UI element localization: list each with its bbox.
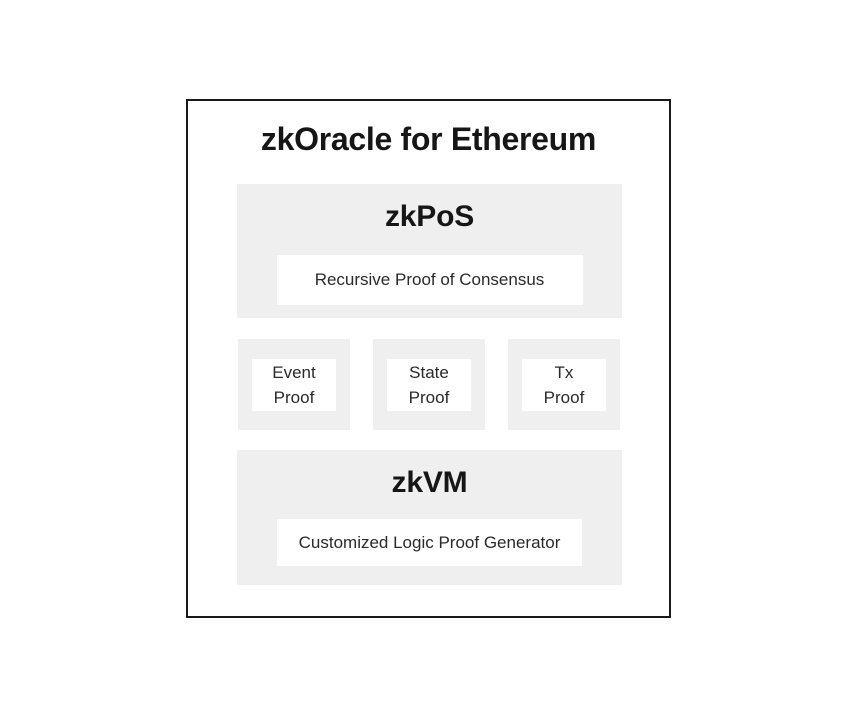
tx-proof-panel: Tx Proof	[508, 339, 620, 430]
zkpos-heading: zkPoS	[384, 200, 475, 233]
state-proof-card: State Proof	[387, 358, 471, 411]
zkvm-card: Customized Logic Proof Generator	[277, 519, 582, 566]
tx-proof-line1: Tx	[554, 362, 574, 382]
tx-proof-line2: Proof	[543, 387, 585, 407]
state-proof-line2: Proof	[408, 387, 450, 407]
zkvm-heading: zkVM	[391, 466, 468, 499]
tx-proof-card: Tx Proof	[522, 358, 606, 411]
diagram-frame: zkOracle for Ethereum zkPoS Recursive Pr…	[186, 99, 671, 618]
zkpos-card: Recursive Proof of Consensus	[276, 255, 583, 305]
zkpos-panel: zkPoS Recursive Proof of Consensus	[237, 184, 622, 318]
event-proof-panel: Event Proof	[238, 339, 350, 430]
state-proof-panel: State Proof	[373, 339, 485, 430]
event-proof-card: Event Proof	[252, 358, 336, 411]
event-proof-line2: Proof	[273, 387, 315, 407]
zkvm-panel: zkVM Customized Logic Proof Generator	[237, 450, 622, 585]
diagram-title: zkOracle for Ethereum	[260, 120, 597, 157]
event-proof-line1: Event	[272, 362, 316, 382]
state-proof-line1: State	[409, 362, 449, 382]
